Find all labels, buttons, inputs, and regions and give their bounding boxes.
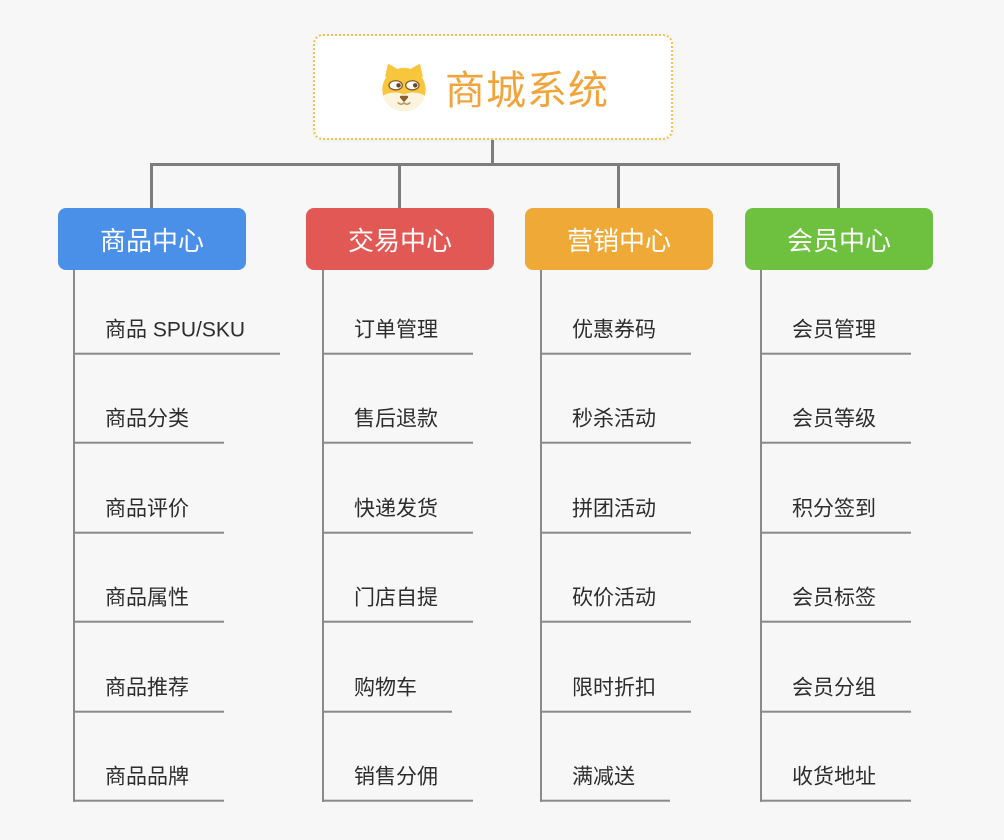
topic-item[interactable]: 商品品牌 (73, 764, 224, 802)
root-topic[interactable]: 商城系统 (313, 34, 673, 140)
connector-drop-branch-2 (398, 163, 401, 209)
branch-header-marketing-center[interactable]: 营销中心 (525, 208, 713, 270)
topic-item[interactable]: 订单管理 (322, 317, 473, 355)
topic-item[interactable]: 快递发货 (322, 496, 473, 534)
topic-item[interactable]: 优惠券码 (540, 317, 691, 355)
connector-drop-branch-3 (617, 163, 620, 209)
topic-item[interactable]: 砍价活动 (540, 585, 691, 623)
topic-item[interactable]: 会员分组 (760, 675, 911, 713)
connector-drop-branch-4 (837, 163, 840, 209)
connector-drop-branch-1 (150, 163, 153, 209)
topic-item[interactable]: 会员管理 (760, 317, 911, 355)
dog-face-icon (382, 63, 426, 112)
topic-item[interactable]: 销售分佣 (322, 764, 473, 802)
topic-item[interactable]: 商品属性 (73, 585, 224, 623)
topic-item[interactable]: 购物车 (322, 675, 452, 713)
connector-horizontal-bar (151, 163, 840, 166)
branch-spine-line (73, 270, 75, 802)
branch-spine-line (760, 270, 762, 802)
topic-item[interactable]: 商品分类 (73, 406, 224, 444)
topic-item[interactable]: 门店自提 (322, 585, 473, 623)
branch-header-member-center[interactable]: 会员中心 (745, 208, 933, 270)
topic-item[interactable]: 限时折扣 (540, 675, 691, 713)
topic-item[interactable]: 售后退款 (322, 406, 473, 444)
branch-spine-line (540, 270, 542, 802)
root-topic-label: 商城系统 (445, 69, 609, 113)
topic-item[interactable]: 会员等级 (760, 406, 911, 444)
topic-item[interactable]: 拼团活动 (540, 496, 691, 534)
topic-item[interactable]: 秒杀活动 (540, 406, 691, 444)
topic-item[interactable]: 收货地址 (760, 764, 911, 802)
branch-spine-line (322, 270, 324, 802)
topic-item[interactable]: 商品评价 (73, 496, 224, 534)
topic-item[interactable]: 积分签到 (760, 496, 911, 534)
topic-item[interactable]: 会员标签 (760, 585, 911, 623)
topic-item[interactable]: 商品推荐 (73, 675, 224, 713)
branch-header-trade-center[interactable]: 交易中心 (306, 208, 494, 270)
branch-header-product-center[interactable]: 商品中心 (58, 208, 246, 270)
connector-root-stem (491, 140, 494, 164)
topic-item[interactable]: 满减送 (540, 764, 670, 802)
topic-item[interactable]: 商品 SPU/SKU (73, 317, 281, 355)
